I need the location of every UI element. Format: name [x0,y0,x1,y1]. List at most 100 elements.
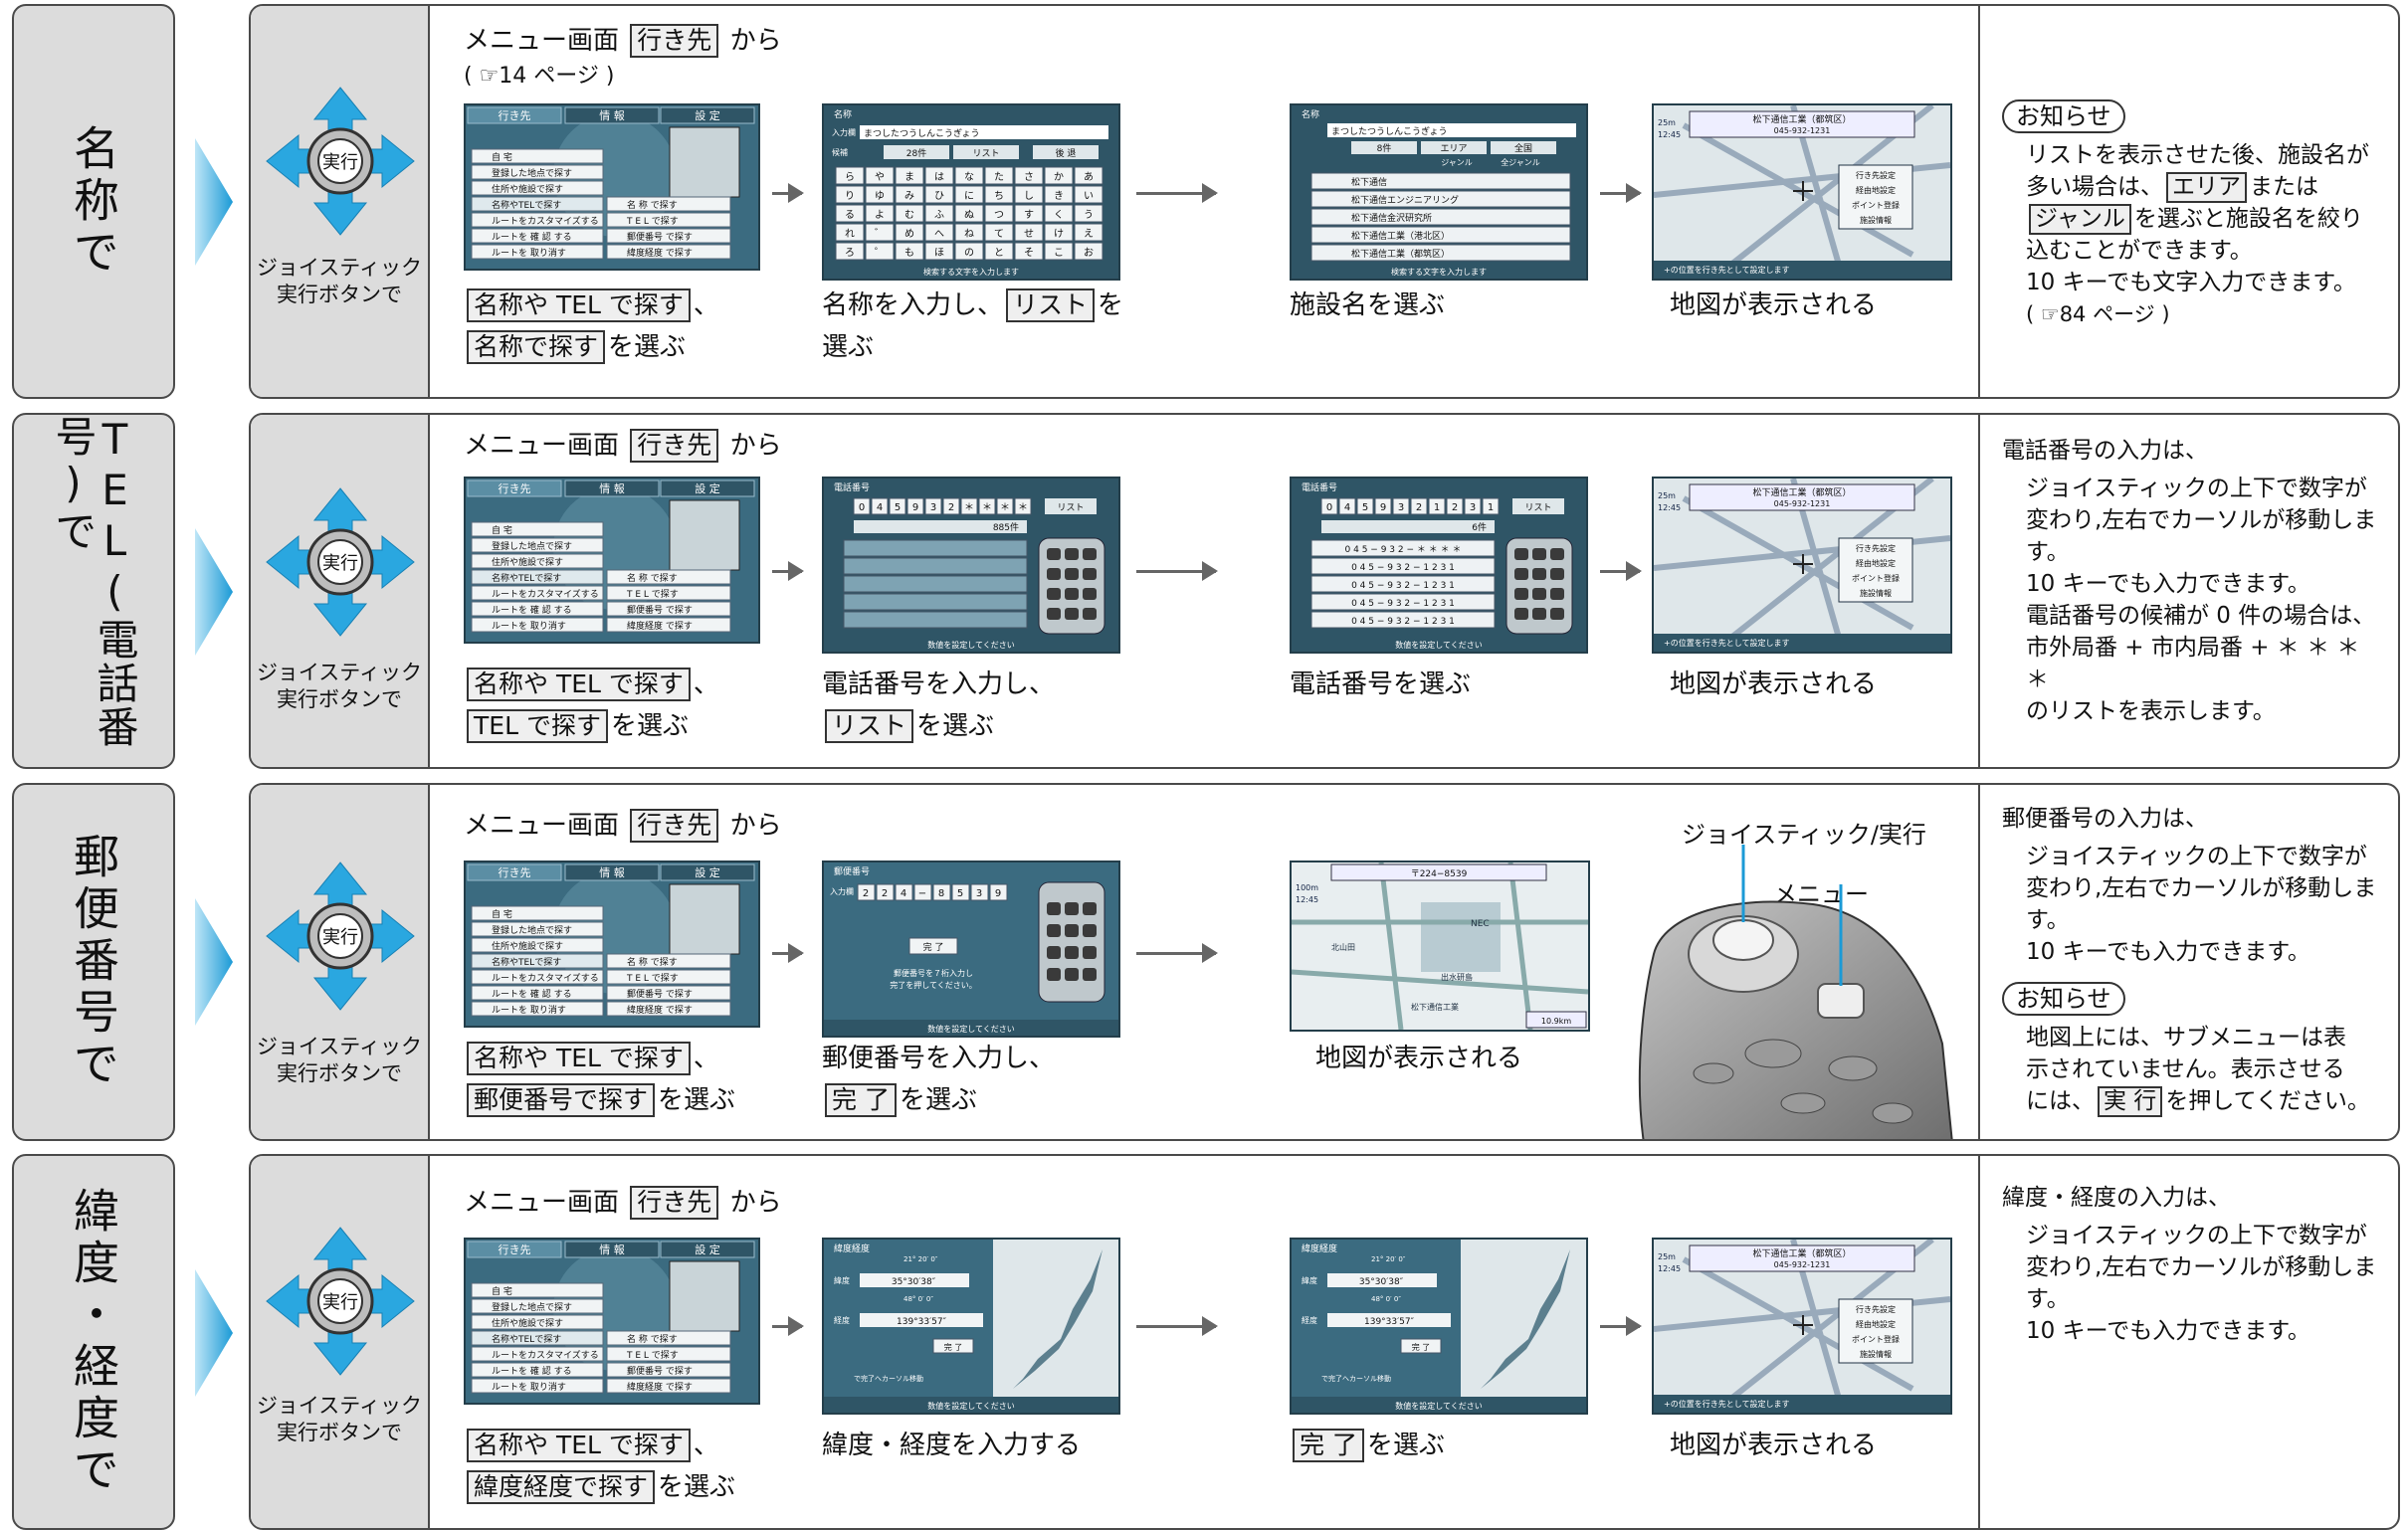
list-item [1310,172,1571,190]
menu-item-label: 名称やTELで探す [492,956,561,968]
map-submenu-item: 施設情報 [1860,588,1892,598]
section-zip: 郵便番号で 実行 ジョイスティック実行ボタンで メニュー画面 行き先 から 行き… [0,783,2408,1141]
digit-value: ＊ [1000,502,1010,513]
keypad-key [1065,548,1079,560]
kana-key-label: お [1084,247,1094,259]
kana-key [984,242,1014,261]
screen-title: 緯度経度 [834,1243,870,1254]
menu-tab [660,106,755,124]
kana-key [1014,242,1044,261]
map-screen-svg: 松下通信工業（都筑区）045-932-123125m12:45行き先設定経由地設… [1654,1240,1950,1413]
menu-item-label: ルートをカスタマイズする [492,215,599,227]
count-box [1321,520,1495,533]
screen-button-label: 8件 [1377,142,1392,154]
menu-lead-text: メニュー画面 [464,811,620,841]
menu-item-label: 住所や施設で探す [492,183,563,195]
direction-arrow-icon [367,908,415,964]
step1-suffix: 、 [693,290,719,320]
keypad-key [1083,548,1097,560]
menu-item [471,921,604,937]
notes: お知らせ リストを表示させた後、施設名が 多い場合は、エリアまたは ジャンルを選… [2002,99,2386,330]
keypad-key [1065,608,1079,620]
menu-item-label: T E L で探す [626,588,679,600]
arrow-icon [1136,943,1218,963]
menu-item-label: 郵便番号 で探す [627,604,693,616]
screen-button-label: リスト [972,149,999,159]
menu-item-label: ルートを 確 認 する [492,1365,572,1377]
screen-footer: 数値を設定してください [1395,1401,1483,1411]
menu-lead-text: メニュー画面 [464,1188,620,1218]
screen-message: 郵便番号を７桁入力し [894,968,973,978]
note-line: 10 キーでも文字入力できます。 [2026,270,2356,295]
menu-item-label: 自 宅 [492,151,512,163]
keypad-key [1550,608,1564,620]
kana-key [924,185,954,204]
menu-item-label: 郵便番号 で探す [627,1365,693,1377]
arrow-icon [772,943,804,963]
digit-box [876,883,895,901]
joystick-icon: 実行 [263,859,418,1014]
menu-item [471,937,604,953]
choose-text: を選ぶ [610,711,689,741]
digit-box [1392,497,1410,515]
kana-key [835,204,865,223]
keypad-key [1083,608,1097,620]
digit-value: 2 [948,502,954,513]
list-item-label: 松下通信工業（港北区） [1351,230,1450,242]
lon-field [860,1313,983,1327]
screen-button-label: リスト [1057,503,1084,513]
kana-key-label: り [845,190,855,202]
map-scale: 100m [1296,883,1318,892]
map-road [1378,862,1404,1030]
screen-button-label: 全国 [1514,142,1532,154]
kana-key-label: す [1024,209,1034,221]
menu-item [471,180,604,196]
menu-item-label: ルートを 取り消す [492,620,566,632]
lat-range-top: 21° 20′ 0″ [1371,1255,1406,1263]
section-tab-zip: 郵便番号で [12,783,175,1141]
map-title: 松下通信工業（都筑区） [1752,1247,1851,1259]
note-line: 10 キーでも入力できます。 [2026,571,2310,597]
menu-lead-text: メニュー画面 [464,26,620,56]
distance-value: 10.9km [1541,1017,1571,1026]
map-title-box [1689,1244,1915,1272]
keypad-key [1514,608,1528,620]
input-value: まつしたつうしんこうぎょう [1331,125,1448,137]
lat-value: 35°30′38″ [1359,1277,1404,1287]
step2-caption: 電話番号を入力し、リストを選ぶ [822,664,1055,747]
kana-key [954,204,984,223]
screen-title: 名称 [1302,108,1319,120]
list-item [843,593,1028,611]
keypad-key [1532,588,1546,600]
menu-item [471,1346,604,1362]
menu-item [606,1346,731,1362]
keypad-key [1065,946,1079,959]
menu-tab [564,863,660,881]
note-line: 変わり,左右でカーソルが移動します。 [2026,507,2377,565]
menu-item [471,985,604,1001]
digit-value: 4 [877,502,883,513]
digit-box [932,883,951,901]
kana-key [954,223,984,242]
kana-key [1044,185,1074,204]
step1-key: 名称や TEL で探す [467,668,691,701]
kana-key-label: ち [994,190,1004,202]
note-line: リストを表示させた後、施設名が [2026,142,2369,168]
kana-key-label: や [875,171,885,183]
step4-caption: 地図が表示される [1670,669,1878,699]
menu-item-label: ルートを 確 認 する [492,231,572,243]
map-submenu-item: 施設情報 [1860,215,1892,225]
chevron-right-icon [195,1269,233,1397]
joystick-panel: 実行 ジョイスティック実行ボタンで [251,785,430,1139]
digit-box [1320,497,1338,515]
joystick-svg: 実行 [266,487,415,637]
kana-key-label: も [904,247,914,259]
screen-footer: 数値を設定してください [927,1401,1015,1411]
menu-item [471,553,604,569]
kana-key [1044,223,1074,242]
kana-key-label: よ [875,209,885,221]
keypad-key [1083,568,1097,580]
list-item [1310,539,1496,557]
